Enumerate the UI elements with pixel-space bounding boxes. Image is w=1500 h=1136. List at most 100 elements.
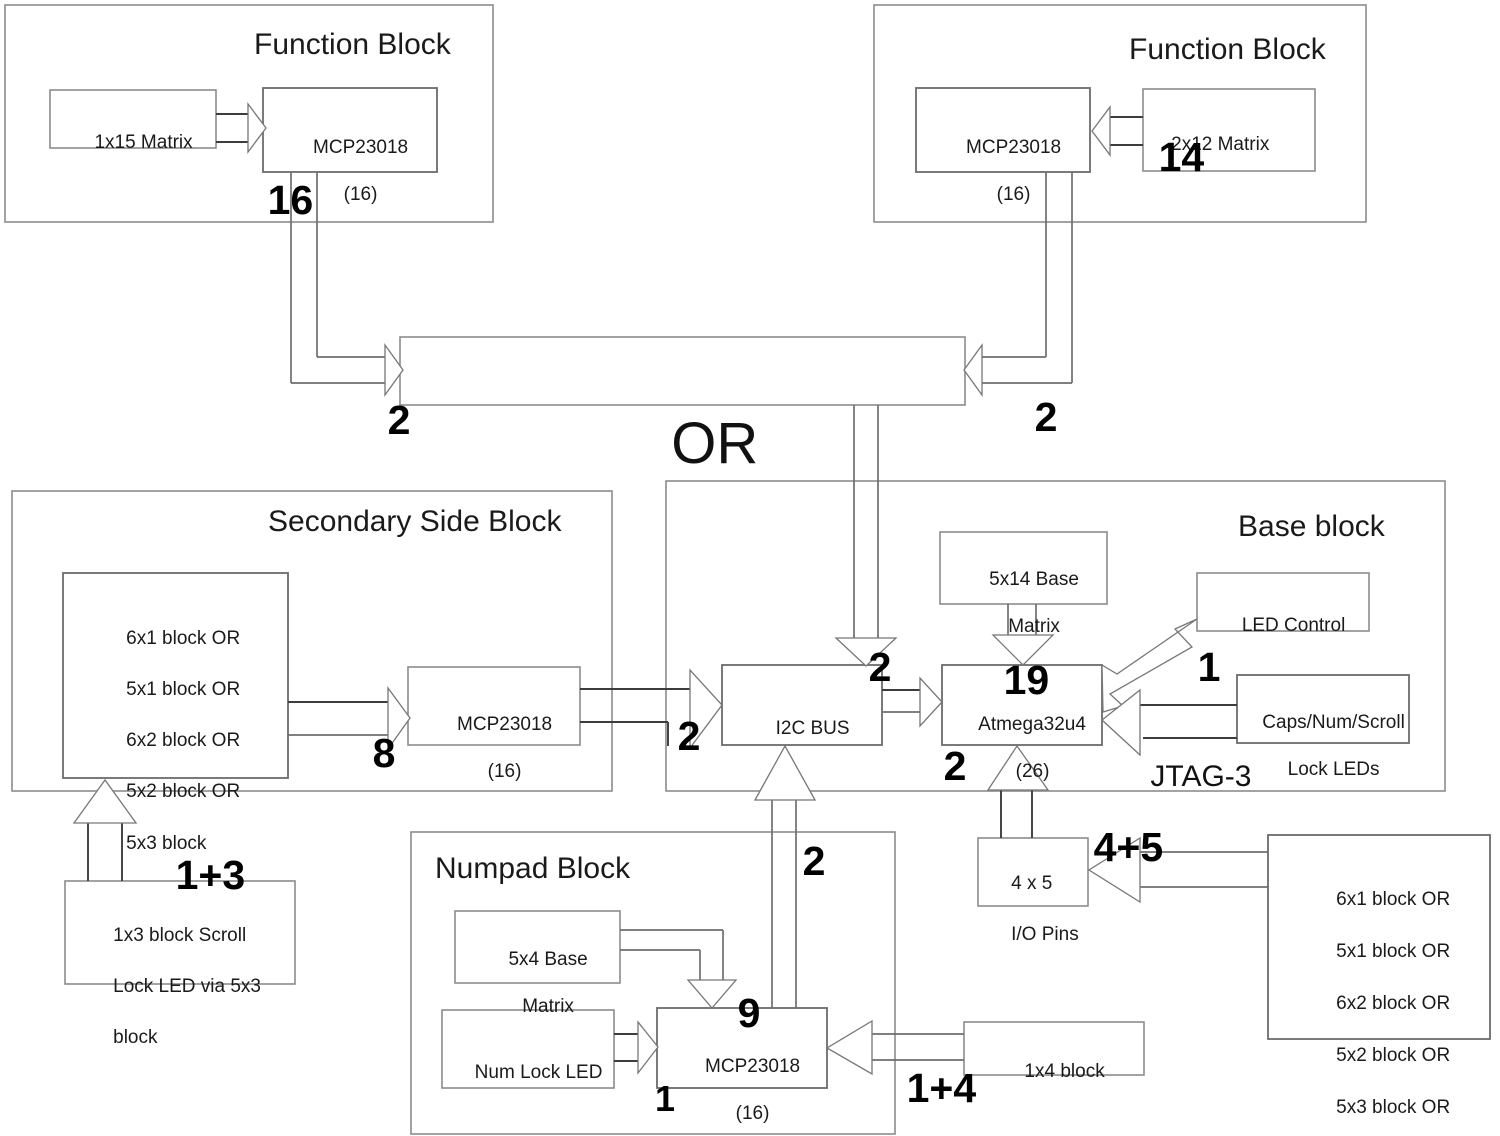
right-list-l1: 6x1 block OR	[1336, 889, 1451, 911]
mcp-left-line1: MCP23018	[313, 137, 409, 159]
edgelabel-jtag-text: JTAG-3	[1150, 759, 1252, 793]
label-i2c-bus: I2C BUS	[722, 694, 882, 764]
scroll-led-l2: Lock LED via 5x3	[113, 975, 261, 997]
label-num-lock-led: Num Lock LED	[442, 1038, 614, 1108]
label-mcp-secondary: MCP23018 (16)	[408, 690, 580, 806]
edgelabel-19-text: 19	[1003, 657, 1050, 704]
edgelabel-mcpright-to-or: 2	[989, 342, 1058, 492]
box-io-pins	[977, 837, 1089, 907]
box-secondary-blocks-list	[62, 572, 289, 779]
right-list-l4: 5x2 block OR	[1336, 1045, 1451, 1067]
title-base-block: Base block	[1238, 510, 1385, 543]
edgelabel-4plus5-text: 4+5	[1093, 824, 1164, 871]
label-matrix-2x12: 2x12 Matrix	[1150, 110, 1322, 180]
matrix-2x12-text: 2x12 Matrix	[1171, 134, 1270, 156]
label-io-pins: 4 x 5 I/O Pins	[990, 845, 1079, 973]
label-1x4-block: 1x4 block	[964, 1037, 1144, 1107]
edgelabel-2a-text: 2	[387, 397, 411, 444]
edgelabel-1-text: 1	[1197, 644, 1221, 691]
edgelabel-16-text: 16	[267, 177, 314, 224]
right-list-l3: 6x2 block OR	[1336, 993, 1451, 1015]
title-numpad-block: Numpad Block	[435, 852, 631, 885]
edgelabel-1plus3-text: 1+3	[175, 852, 246, 899]
edgelabel-1x4-to-mcp: 1+4	[861, 1013, 977, 1136]
base-matrix-line2: Matrix	[1008, 615, 1060, 637]
box-lock-leds	[1236, 674, 1410, 744]
edgelabel-iopins-to-atmega: 4+5	[1048, 772, 1164, 922]
edgelabel-scrollled-to-list: 1+3	[130, 800, 246, 950]
box-matrix-1x15	[49, 89, 217, 149]
io-pins-line2: I/O Pins	[1011, 923, 1079, 945]
edgelabel-numpadmatrix-to-mcp: 9	[692, 938, 761, 1088]
numpad-matrix-line2: Matrix	[522, 995, 574, 1017]
mcp-secondary-line2: (16)	[487, 760, 522, 782]
num-lock-led-text: Num Lock LED	[474, 1062, 603, 1084]
edgelabel-jtag: JTAG-3	[1117, 722, 1251, 832]
edgelabel-9-text: 9	[737, 990, 761, 1037]
box-mcp-right	[915, 87, 1091, 173]
title-function-block-right: Function Block	[1129, 33, 1326, 66]
secondary-list-l4: 5x2 block OR	[126, 781, 241, 803]
label-atmega: Atmega32u4 (26)	[942, 690, 1102, 806]
edgelabel-1b-text: 1	[655, 1077, 676, 1119]
label-led-control: LED Control	[1197, 591, 1369, 661]
edgelabel-8-text: 8	[372, 730, 396, 777]
edgelabel-mcpsecondary-to-i2c: 2	[632, 661, 701, 811]
box-scroll-lock-led	[64, 880, 296, 985]
label-right-blocks-list: 6x1 block OR 5x1 block OR 6x2 block OR 5…	[1315, 861, 1450, 1136]
edge-numlock-to-mcp	[614, 1020, 659, 1075]
edge-iopins-to-atmega	[986, 744, 1050, 838]
label-secondary-blocks-list: 6x1 block OR 5x1 block OR 6x2 block OR 5…	[105, 600, 240, 882]
edgelabel-i2c-to-atmega: 2	[898, 691, 967, 841]
box-led-control	[1196, 572, 1370, 632]
atmega-line2: (26)	[1015, 760, 1050, 782]
edge-matrix1x15-to-mcpleft	[216, 102, 267, 154]
edge-mcpright-to-or	[963, 172, 1073, 398]
edge-scrollled-to-list	[72, 778, 138, 881]
title-function-block-left: Function Block	[254, 28, 451, 61]
box-numpad-matrix-5x4	[454, 910, 621, 984]
box-right-blocks-list	[1267, 834, 1491, 1040]
edge-rightlist-to-iopins	[1087, 836, 1268, 904]
secondary-list-l5: 5x3 block	[126, 832, 207, 854]
edge-basematrix-to-atmega	[991, 604, 1055, 666]
label-base-matrix-5x14: 5x14 Base Matrix	[940, 545, 1107, 661]
edge-mcpsecondary-to-i2c	[580, 668, 723, 750]
or-gate-text: OR	[671, 410, 759, 476]
box-num-lock-led	[441, 1009, 615, 1089]
lock-leds-line1: Caps/Num/Scroll	[1262, 712, 1405, 734]
edge-mcpleft-to-or	[290, 172, 404, 398]
matrix-1x15-text: 1x15 Matrix	[94, 132, 193, 154]
edgelabel-2f-text: 2	[802, 838, 826, 885]
box-or-gate	[399, 336, 966, 406]
numpad-matrix-line1: 5x4 Base	[508, 949, 588, 971]
edge-or-to-i2c	[834, 405, 898, 667]
block-1x4-text: 1x4 block	[1024, 1061, 1105, 1083]
box-mcp-numpad	[656, 1007, 828, 1089]
mcp-left-line2: (16)	[343, 183, 378, 205]
box-1x4	[963, 1021, 1145, 1076]
right-list-l5: 5x3 block OR	[1336, 1097, 1451, 1119]
mcp-numpad-line2: (16)	[735, 1102, 770, 1124]
edgelabel-ledcontrol-to-atmega: 1	[1152, 592, 1221, 742]
atmega-line1: Atmega32u4	[978, 714, 1086, 736]
io-pins-line1: 4 x 5	[1011, 872, 1053, 894]
label-matrix-1x15: 1x15 Matrix	[50, 108, 216, 178]
box-matrix-2x12	[1142, 88, 1316, 172]
box-mcp-secondary	[407, 666, 581, 746]
label-mcp-left: MCP23018 (16)	[263, 113, 437, 229]
edgelabel-or-to-i2c: 2	[823, 592, 892, 742]
edge-i2c-to-atmega	[882, 676, 943, 728]
label-numpad-matrix-5x4: 5x4 Base Matrix	[455, 925, 620, 1041]
edgelabel-secondarylist-to-mcp: 8	[327, 678, 396, 828]
label-scroll-lock-led: 1x3 block Scroll Lock LED via 5x3 block	[92, 897, 261, 1076]
scroll-led-l3: block	[113, 1027, 158, 1049]
edgelabel-1plus4-text: 1+4	[906, 1065, 977, 1112]
mcp-numpad-line1: MCP23018	[705, 1056, 801, 1078]
edgelabel-numpad-to-i2c: 2	[757, 786, 826, 936]
box-atmega	[941, 664, 1103, 746]
led-control-text: LED Control	[1241, 615, 1346, 637]
edge-lockleds-to-atmega	[1100, 688, 1237, 757]
